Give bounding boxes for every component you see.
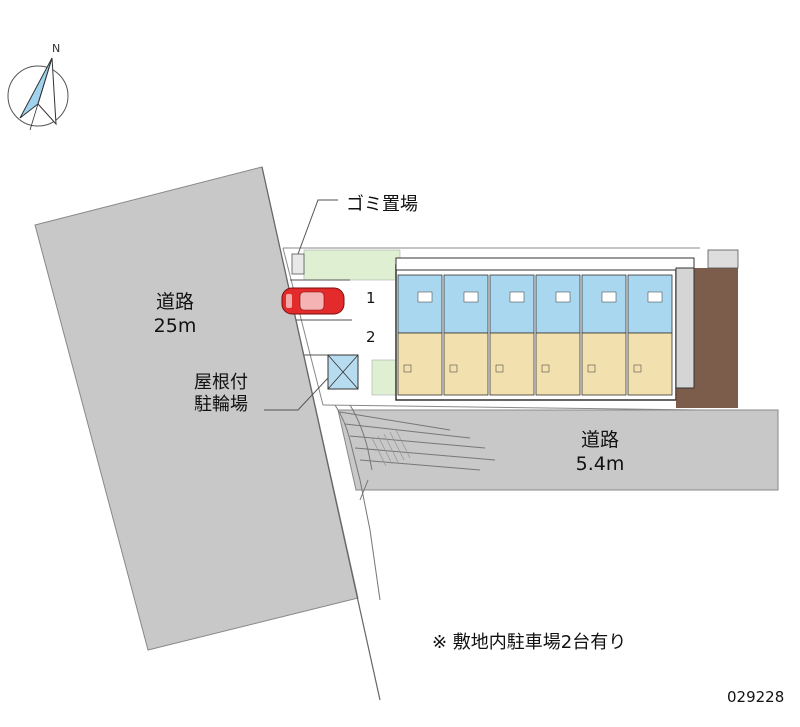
bike-parking-label: 屋根付 駐輪場	[180, 372, 262, 416]
parking-slot-2-label: 2	[366, 328, 376, 346]
north-label: N	[52, 42, 60, 55]
side-road-name: 道路	[580, 429, 619, 451]
planter-box	[707, 249, 739, 269]
road-edge-line	[261, 166, 381, 701]
bike-shelter	[327, 354, 359, 390]
garbage-leader-line	[297, 199, 338, 255]
garbage-area-label: ゴミ置場	[346, 194, 418, 215]
green-strip-bottom	[371, 359, 397, 396]
site-boundary	[282, 247, 701, 411]
side-road-width: 5.4m	[575, 453, 625, 475]
unit-3	[489, 274, 535, 396]
bike-leader-line	[264, 377, 329, 411]
unit-1	[397, 274, 443, 396]
garbage-area	[291, 253, 305, 275]
green-strip-top	[303, 249, 401, 281]
bike-parking-line2: 駐輪場	[194, 394, 248, 415]
bike-parking-line1: 屋根付	[194, 372, 248, 393]
parking-slot-1-label: 1	[366, 289, 376, 307]
building-corridor	[395, 257, 695, 271]
unit-2	[443, 274, 489, 396]
unit-6	[627, 274, 673, 396]
compass: N	[7, 42, 69, 131]
main-road-width: 25m	[153, 315, 197, 337]
car-icon	[281, 287, 345, 315]
main-road-name: 道路	[155, 291, 194, 313]
unit-4	[535, 274, 581, 396]
unit-5	[581, 274, 627, 396]
parking-note: ※ 敷地内駐車場2台有り	[432, 632, 627, 653]
entrance-steps	[371, 429, 411, 467]
side-road-label: 道路 5.4m	[560, 428, 640, 476]
main-road-label: 道路 25m	[140, 290, 210, 338]
property-code: 029228	[727, 688, 785, 706]
apartment-units	[397, 274, 673, 396]
